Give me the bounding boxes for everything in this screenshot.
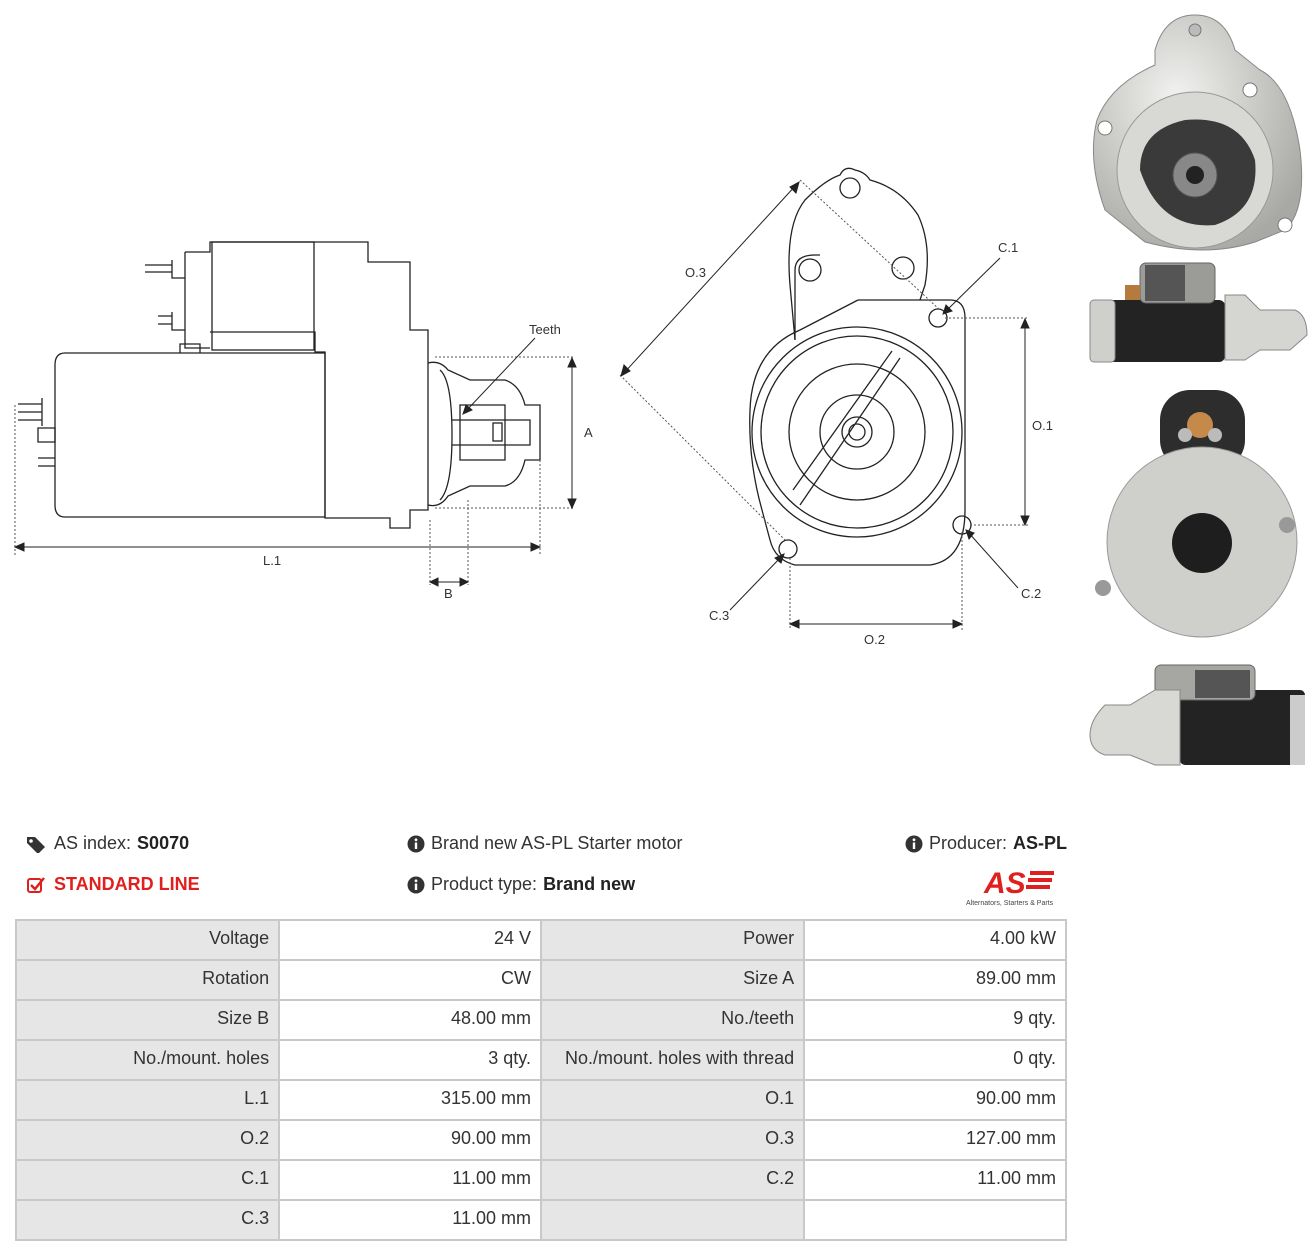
spec-label: No./mount. holes with thread [541,1041,804,1079]
spec-label: Size B [17,1001,279,1039]
spec-value: 11.00 mm [280,1201,540,1239]
label-o1: O.1 [1032,418,1053,433]
spec-value: CW [280,961,540,999]
info-icon [407,835,425,852]
spec-value: 127.00 mm [805,1121,1065,1159]
spec-value: 24 V [280,921,540,959]
spec-value: 90.00 mm [280,1121,540,1159]
checkbox-icon [27,876,45,893]
spec-value: 9 qty. [805,1001,1065,1039]
standard-line: STANDARD LINE [26,874,200,895]
label-o2: O.2 [864,632,885,647]
product-type-label: Product type: [431,874,538,894]
spec-label: Rotation [17,961,279,999]
spec-label: O.1 [541,1081,804,1119]
product-photo-rear [1095,390,1298,638]
spec-value [805,1201,1065,1239]
logo-tagline: Alternators, Starters & Parts [966,900,1054,907]
as-index-label: AS index: [54,833,132,853]
spec-label: No./teeth [541,1001,804,1039]
spec-label: Power [541,921,804,959]
spec-label [541,1201,804,1239]
spec-label: C.3 [17,1201,279,1239]
label-l1: L.1 [263,553,281,568]
spec-label: C.2 [541,1161,804,1199]
label-c2: C.2 [1021,586,1041,601]
producer: Producer: AS-PL [905,833,1067,854]
description-text: Brand new AS-PL Starter motor [431,833,683,853]
product-photo-front [1092,14,1303,251]
spec-value: 89.00 mm [805,961,1065,999]
label-teeth: Teeth [529,322,561,337]
producer-label: Producer: [929,833,1008,853]
producer-value: AS-PL [1013,833,1068,853]
spec-value: 3 qty. [280,1041,540,1079]
spec-label: O.3 [541,1121,804,1159]
spec-value: 11.00 mm [280,1161,540,1199]
standard-line-label: STANDARD LINE [54,874,200,894]
label-b: B [444,586,453,601]
spec-label: Size A [541,961,804,999]
info-icon [407,876,425,893]
spec-label: Voltage [17,921,279,959]
spec-value: 90.00 mm [805,1081,1065,1119]
description: Brand new AS-PL Starter motor [407,833,682,854]
spec-value: 315.00 mm [280,1081,540,1119]
logo-text: AS [983,867,1026,900]
label-o3: O.3 [685,265,706,280]
info-icon [905,835,923,852]
tags-icon [27,836,45,853]
spec-label: C.1 [17,1161,279,1199]
spec-value: 0 qty. [805,1041,1065,1079]
as-pl-logo: AS Alternators, Starters & Parts [966,867,1054,907]
product-type: Product type: Brand new [407,874,635,895]
label-c3: C.3 [709,608,729,623]
product-photo-side [1089,262,1308,363]
spec-value: 48.00 mm [280,1001,540,1039]
front-view-drawing: O.3 C.1 O.1 C.2 C.3 O.2 [619,167,1053,647]
label-c1: C.1 [998,240,1018,255]
spec-label: L.1 [17,1081,279,1119]
label-a: A [584,425,593,440]
spec-value: 11.00 mm [805,1161,1065,1199]
as-index-value: S0070 [137,833,190,853]
side-view-drawing: Teeth A L.1 B [13,241,593,601]
product-photo-top [1089,664,1305,766]
product-type-value: Brand new [543,874,636,894]
spec-label: No./mount. holes [17,1041,279,1079]
spec-value: 4.00 kW [805,921,1065,959]
spec-label: O.2 [17,1121,279,1159]
as-index: AS index: S0070 [26,833,189,854]
